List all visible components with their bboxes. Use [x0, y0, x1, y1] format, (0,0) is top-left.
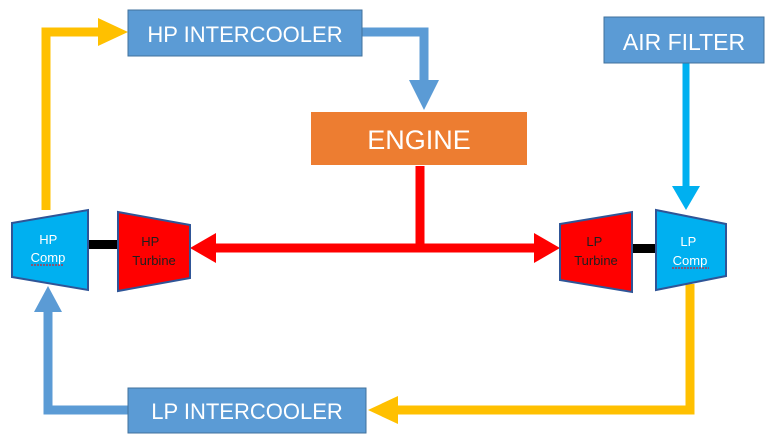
air-filter-label: AIR FILTER: [623, 29, 745, 55]
hp-shaft: [88, 240, 118, 249]
hp-compressor: HP Comp: [11, 208, 89, 292]
svg-text:LP Turbine: LP Turbine: [574, 234, 618, 268]
lp-comp-to-lp-intercooler-line: [396, 284, 695, 415]
arrowhead-into-engine: [409, 80, 439, 110]
lp-comp-label-line2: Comp: [673, 253, 708, 268]
hp-turbine-label-line1: HP: [141, 234, 159, 249]
hp-comp-label-line2: Comp: [31, 250, 66, 265]
svg-text:HP Turbine: HP Turbine: [132, 234, 176, 268]
arrowhead-into-hp-intercooler: [98, 18, 128, 46]
arrowhead-into-hp-comp: [34, 286, 62, 312]
lp-turbine: LP Turbine: [559, 210, 633, 294]
lp-turbine-label-line1: LP: [586, 234, 602, 249]
lp-shaft: [632, 244, 656, 253]
hp-intercooler-to-engine-line: [362, 27, 429, 84]
lp-intercooler-box: LP INTERCOOLER: [127, 387, 367, 434]
svg-text:HP Comp: HP Comp: [31, 232, 66, 265]
engine-box: ENGINE: [311, 112, 527, 165]
arrowhead-into-lp-turbine: [534, 233, 560, 263]
lp-intercooler-to-hp-comp-line: [43, 310, 128, 415]
engine-label: ENGINE: [367, 125, 471, 155]
air-filter-box: AIR FILTER: [603, 16, 765, 64]
hp-intercooler-box: HP INTERCOOLER: [127, 9, 363, 57]
hp-turbine: HP Turbine: [117, 210, 191, 293]
arrowhead-into-lp-comp: [672, 186, 700, 210]
hp-turbine-label-line2: Turbine: [132, 253, 176, 268]
arrowhead-into-lp-intercooler: [368, 396, 398, 424]
lp-comp-label-line1: LP: [680, 234, 696, 249]
arrowhead-into-hp-turbine: [190, 233, 216, 263]
lp-turbine-label-line2: Turbine: [574, 253, 618, 268]
svg-text:LP Comp: LP Comp: [673, 234, 708, 268]
lp-compressor: LP Comp: [655, 208, 727, 292]
lp-intercooler-label: LP INTERCOOLER: [151, 399, 343, 424]
hp-comp-to-hp-intercooler-line: [41, 27, 100, 210]
hp-comp-label-line1: HP: [39, 232, 57, 247]
hp-intercooler-label: HP INTERCOOLER: [147, 22, 342, 47]
